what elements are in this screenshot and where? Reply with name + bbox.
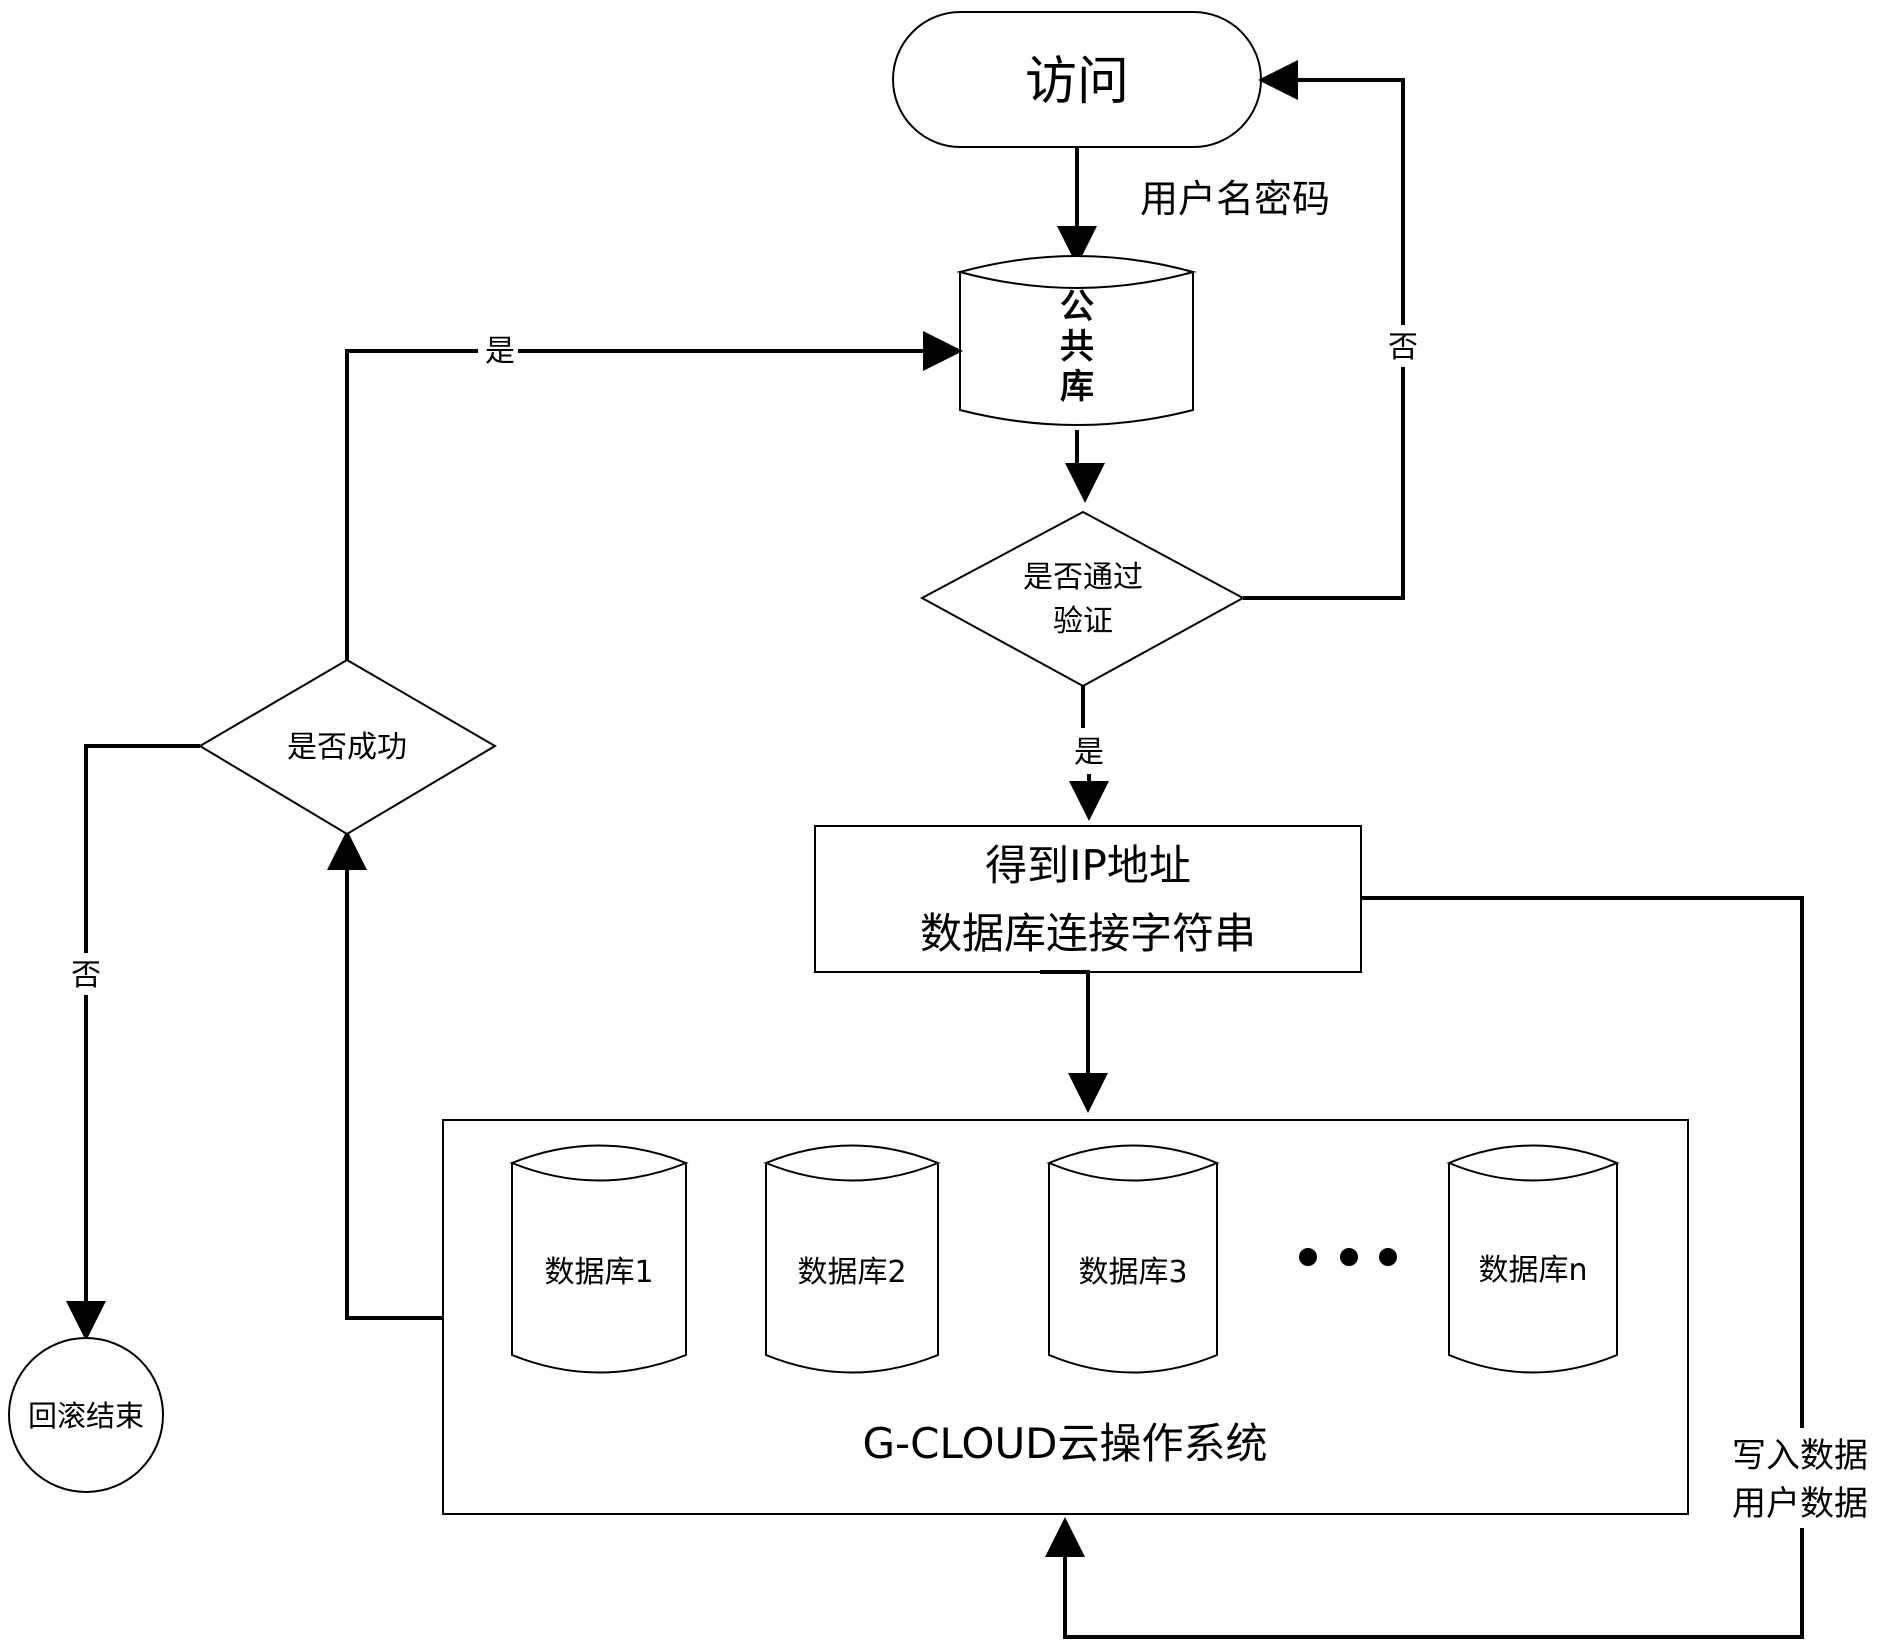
verify-no-label: 否 [1388, 330, 1418, 365]
verify-yes-label: 是 [1074, 735, 1104, 770]
public-db-label-2: 共 [1060, 327, 1094, 367]
success-yes-label: 是 [485, 334, 515, 369]
get-ip-label-2: 数据库连接字符串 [920, 909, 1256, 958]
arrow-verify-no-to-start [1243, 80, 1403, 598]
database-3-label: 数据库3 [1078, 1255, 1187, 1290]
get-ip-box: 得到IP地址 数据库连接字符串 [815, 826, 1361, 972]
success-check-label: 是否成功 [287, 730, 407, 765]
database-2-label: 数据库2 [797, 1255, 906, 1290]
database-1-cylinder: 数据库1 [512, 1146, 686, 1373]
database-n-label: 数据库n [1478, 1253, 1587, 1288]
arrow-get-ip-to-cloud-os [1040, 972, 1088, 1105]
database-n-cylinder: 数据库n [1449, 1146, 1617, 1373]
database-3-cylinder: 数据库3 [1049, 1146, 1217, 1373]
write-data-label-1: 写入数据 [1732, 1436, 1868, 1476]
public-db-label-3: 库 [1060, 367, 1094, 407]
start-terminal: 访问 [893, 12, 1261, 147]
arrow-public-db-to-verify [1077, 430, 1085, 495]
cloud-os-label: G-CLOUD云操作系统 [862, 1419, 1267, 1468]
rollback-end-label: 回滚结束 [28, 1399, 144, 1433]
success-no-label: 否 [71, 958, 101, 993]
verify-label-2: 验证 [1053, 604, 1113, 639]
arrow-success-no-to-rollback [86, 746, 200, 1333]
database-1-label: 数据库1 [544, 1255, 653, 1290]
arrow-success-yes-to-public-db [347, 351, 955, 660]
public-db-label-1: 公 [1060, 287, 1094, 327]
verify-decision: 是否通过 验证 [922, 512, 1243, 686]
database-2-cylinder: 数据库2 [766, 1146, 938, 1373]
cloud-os-container: 数据库1 数据库2 数据库3 数据库n G-CLOUD云操作系统 [443, 1120, 1688, 1514]
ellipsis-dots [1299, 1248, 1397, 1266]
credentials-label: 用户名密码 [1140, 177, 1330, 221]
verify-label-1: 是否通过 [1023, 560, 1143, 595]
success-decision: 是否成功 [200, 660, 495, 834]
rollback-end-terminal: 回滚结束 [9, 1338, 163, 1492]
arrow-cloud-os-to-success-check [347, 838, 443, 1318]
get-ip-label-1: 得到IP地址 [985, 841, 1191, 890]
start-label: 访问 [1025, 52, 1129, 112]
write-data-label-2: 用户数据 [1732, 1484, 1868, 1524]
public-db-cylinder: 公 共 库 [960, 256, 1193, 425]
